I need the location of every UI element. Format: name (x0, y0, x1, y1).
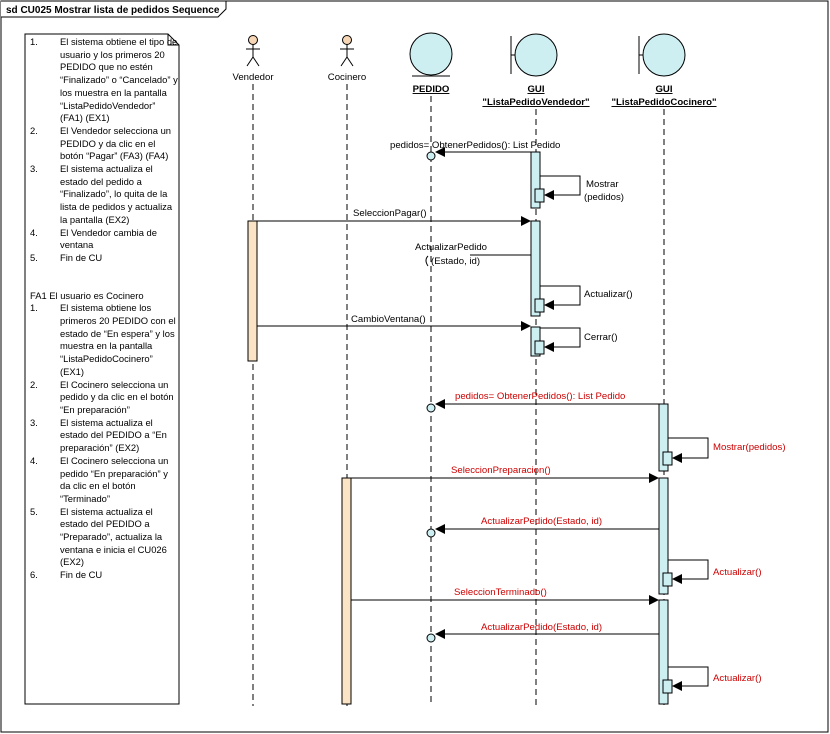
step-number: 2. (30, 378, 38, 390)
pedido-marker-2 (426, 403, 436, 413)
activation-gui-cocinero-1-self (662, 451, 673, 466)
lifeline-vendedor-name: Vendedor (232, 72, 274, 83)
activation-gui-vendedor-1-self (534, 188, 545, 203)
activation-cocinero (341, 477, 352, 705)
label-m11: ActualizarPedido(Estado, id) (481, 516, 602, 527)
frame-title: sd CU025 Mostrar lista de pedidos Sequen… (6, 5, 220, 16)
lifeline-gui-vendedor-name: "ListaPedidoVendedor" (482, 97, 589, 108)
label-m1: pedidos= ObtenerPedidos(): List Pedido (390, 140, 560, 151)
step-text: Fin de CU (60, 569, 103, 581)
step-text: El Vendedor selecciona un PEDIDO y da cl… (60, 124, 172, 162)
label-m5: Actualizar() (584, 289, 633, 300)
label-m14: ActualizarPedido(Estado, id) (481, 622, 602, 633)
msg-actualizar-vendedor (540, 285, 581, 310)
msg-cerrar (540, 327, 581, 352)
step-text: El sistema obtiene los primeros 20 PEDID… (60, 302, 176, 377)
activation-gui-vendedor-3-self (534, 340, 545, 355)
label-m15: Actualizar() (713, 673, 762, 684)
label-m3: SeleccionPagar() (353, 208, 427, 219)
step-text: El sistema obtiene el tipo de usuario y … (60, 36, 178, 124)
msg-actualizar-pedido-vendedor-bracket (425, 255, 429, 267)
step-text: El Vendedor cambia de ventana (60, 226, 157, 251)
msg-actualizar-cocinero-1 (668, 559, 709, 584)
lifeline-pedido-name: PEDIDO (413, 84, 450, 95)
note-box (24, 33, 180, 705)
activation-gui-cocinero-2 (658, 477, 669, 595)
label-m12: Actualizar() (713, 567, 762, 578)
step-text: El sistema actualiza el estado del PEDID… (60, 416, 167, 454)
label-m13: SeleccionTerminado() (454, 587, 547, 598)
main-step: 4. El Vendedor cambia de ventana (30, 227, 178, 252)
activation-vendedor (247, 220, 258, 362)
step-number: 2. (30, 124, 38, 136)
alt-flow-title: FA1 El usuario es Cocinero (30, 289, 144, 301)
lifeline-gui-vendedor-kind: GUI (527, 84, 544, 95)
activation-gui-cocinero-3 (658, 599, 669, 705)
frame-title-tab (1, 0, 227, 18)
alt-step: 1. El sistema obtiene los primeros 20 PED… (30, 302, 178, 378)
label-m4b: (Estado, id) (431, 256, 480, 267)
actor-vendedor: Vendedor (232, 35, 274, 83)
step-number: 1. (30, 302, 38, 314)
step-number: 5. (30, 251, 38, 263)
step-number: 5. (30, 505, 38, 517)
msg-actualizar-cocinero-2 (668, 666, 709, 691)
pedido-marker-1 (426, 151, 436, 161)
main-step: 1. El sistema obtiene el tipo de usuario … (30, 36, 178, 125)
boundary-gui-vendedor: GUI "ListaPedidoVendedor" (482, 33, 590, 108)
pedido-marker-3 (426, 528, 436, 538)
activation-gui-vendedor-1 (530, 151, 541, 209)
scenario-note: 1. El sistema obtiene el tipo de usuario … (30, 36, 178, 702)
actor-cocinero: Cocinero (328, 35, 366, 83)
label-m8: pedidos= ObtenerPedidos(): List Pedido (455, 391, 625, 402)
boundary-gui-cocinero: GUI "ListaPedidoCocinero" (611, 33, 717, 108)
label-m7: Cerrar() (584, 332, 618, 343)
alt-flow: 1. El sistema obtiene los primeros 20 PED… (30, 302, 178, 581)
alt-step: 5. El sistema actualiza el estado del PED… (30, 506, 178, 570)
activation-gui-cocinero-2-self (662, 572, 673, 587)
lifeline-gui-cocinero-name: "ListaPedidoCocinero" (611, 97, 716, 108)
step-number: 3. (30, 163, 38, 175)
label-m9: Mostrar(pedidos) (713, 442, 786, 453)
step-text: El sistema actualiza el estado del pedid… (60, 163, 173, 225)
label-m2a: Mostrar (586, 179, 619, 190)
pedido-marker-4 (426, 633, 436, 643)
label-m2b: (pedidos) (584, 192, 624, 203)
main-step: 2. El Vendedor selecciona un PEDIDO y da … (30, 125, 178, 163)
main-step: 3. El sistema actualiza el estado del ped… (30, 163, 178, 227)
lifeline-cocinero-name: Cocinero (328, 72, 366, 83)
label-m6: CambioVentana() (351, 314, 426, 325)
alt-step: 2. El Cocinero selecciona un pedido y da … (30, 379, 178, 417)
label-m10: SeleccionPreparacion() (451, 465, 551, 476)
step-number: 1. (30, 36, 38, 47)
activation-gui-cocinero-3-self (662, 679, 673, 694)
alt-step: 6. Fin de CU (30, 569, 178, 582)
step-number: 4. (30, 226, 38, 238)
alt-step: 3. El sistema actualiza el estado del PED… (30, 417, 178, 455)
label-m4a: ActualizarPedido (415, 242, 487, 253)
msg-mostrar-pedidos-cocinero (668, 437, 709, 463)
entity-pedido: PEDIDO (409, 32, 453, 95)
step-text: El Cocinero selecciona un pedido y da cl… (60, 378, 174, 415)
step-text: El Cocinero selecciona un pedido “En pre… (60, 454, 169, 504)
activation-gui-vendedor-2 (530, 220, 541, 317)
step-text: Fin de CU (60, 251, 103, 263)
alt-step: 4. El Cocinero selecciona un pedido “En p… (30, 455, 178, 506)
step-number: 6. (30, 569, 38, 581)
lifeline-gui-cocinero-kind: GUI (655, 84, 672, 95)
msg-mostrar-pedidos-vendedor (540, 175, 581, 200)
activation-gui-vendedor-2-self (534, 298, 545, 313)
step-number: 4. (30, 454, 38, 466)
note-corner (167, 34, 179, 46)
step-text: El sistema actualiza el estado del PEDID… (60, 505, 167, 568)
step-number: 3. (30, 416, 38, 428)
main-step: 5. Fin de CU (30, 252, 178, 265)
main-flow: 1. El sistema obtiene el tipo de usuario … (30, 36, 178, 265)
